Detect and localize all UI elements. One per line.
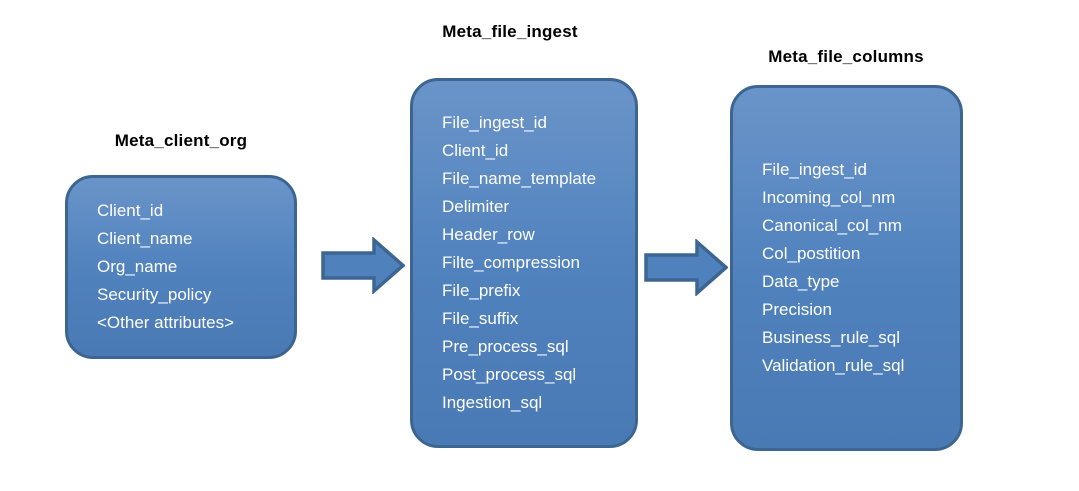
attribute-row: Canonical_col_nm: [762, 216, 902, 235]
entity-title-meta-file-ingest: Meta_file_ingest: [442, 22, 578, 41]
attribute-row: File_suffix: [442, 309, 519, 328]
entity-title-meta-client-org: Meta_client_org: [114, 131, 248, 150]
attribute-row: <Other attributes>: [97, 313, 235, 332]
attribute-row: Pre_process_sql: [442, 337, 569, 356]
attribute-row: Client_name: [97, 229, 193, 248]
attribute-row: Data_type: [762, 272, 840, 291]
attribute-row: Incoming_col_nm: [762, 188, 896, 207]
attribute-row: Security_policy: [97, 285, 212, 304]
attribute-row: Client_id: [97, 201, 164, 220]
attribute-row: Header_row: [442, 225, 535, 244]
attribute-row: Validation_rule_sql: [762, 356, 905, 375]
attribute-row: File_name_template: [442, 169, 597, 188]
attribute-row: Ingestion_sql: [442, 393, 543, 412]
attribute-row: File_ingest_id: [442, 113, 547, 132]
attribute-row: File_prefix: [442, 281, 521, 300]
right-arrow-icon: [321, 237, 405, 294]
attribute-row: Precision: [762, 300, 832, 319]
attribute-row: Client_id: [442, 141, 509, 160]
attribute-row: Filte_compression: [442, 253, 580, 272]
attribute-row: Org_name: [97, 257, 178, 276]
right-arrow-icon: [644, 239, 728, 296]
attribute-row: File_ingest_id: [762, 160, 867, 179]
attribute-row: Delimiter: [442, 197, 510, 216]
attribute-row: Col_postition: [762, 244, 861, 263]
entity-title-meta-file-columns: Meta_file_columns: [768, 47, 924, 66]
attribute-row: Business_rule_sql: [762, 328, 900, 347]
attribute-row: Post_process_sql: [442, 365, 577, 384]
